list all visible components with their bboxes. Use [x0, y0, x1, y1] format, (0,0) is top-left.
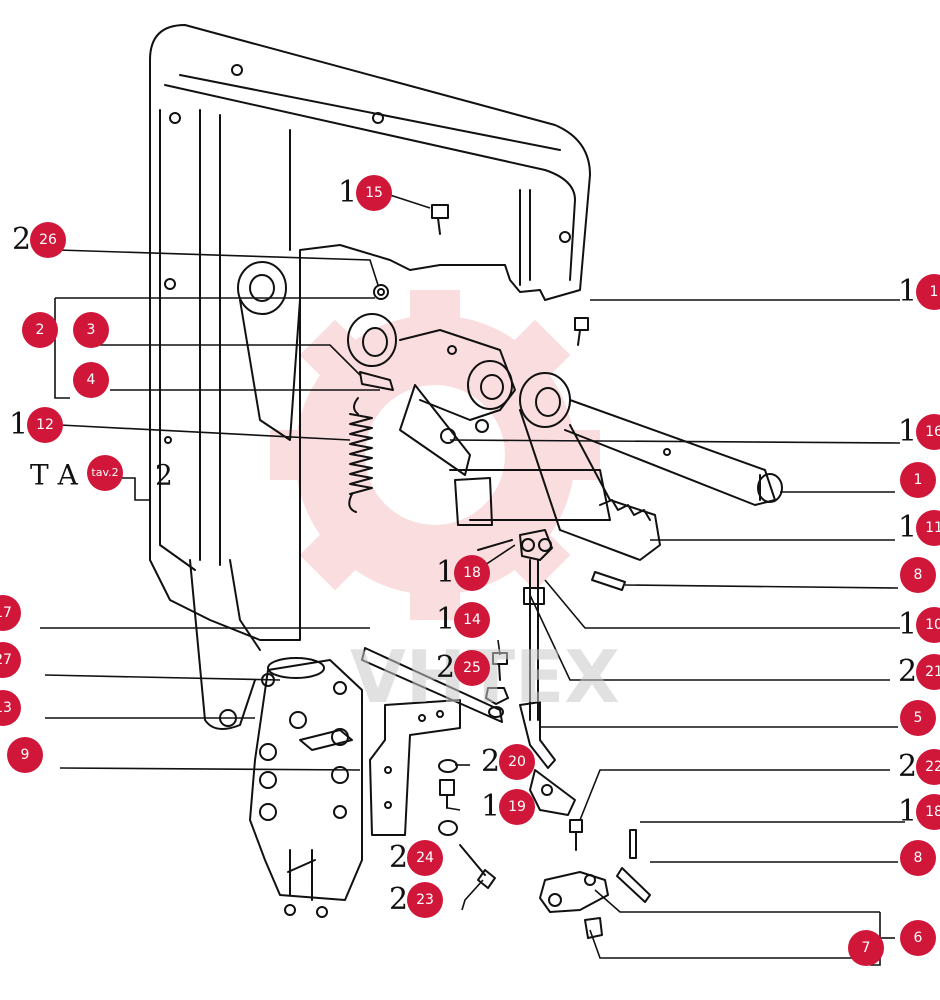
valve-block [249, 657, 363, 918]
callout-c26[interactable]: 26 [30, 222, 66, 258]
callout-prefix-c11: 1 [898, 510, 918, 545]
mounting-panel [149, 24, 591, 730]
pivot-boss [237, 261, 301, 441]
callout-prefix-c16: 1 [898, 414, 918, 449]
fasteners [359, 204, 589, 444]
callout-c7[interactable]: 7 [848, 930, 884, 966]
callout-c3[interactable]: 3 [73, 312, 109, 348]
pedal-hub [347, 313, 611, 526]
callout-c11[interactable]: 11 [916, 510, 940, 546]
callout-c1top[interactable]: 1 [916, 274, 940, 310]
callout-prefix-c10: 1 [898, 607, 918, 642]
callout-c1[interactable]: 1 [900, 462, 936, 498]
callout-c22[interactable]: 22 [916, 749, 940, 785]
callout-c27[interactable]: 27 [0, 642, 21, 678]
callout-prefix-c23: 2 [389, 882, 409, 917]
lever-rod [519, 701, 576, 816]
callout-c5[interactable]: 5 [900, 700, 936, 736]
callout-c19[interactable]: 19 [499, 789, 535, 825]
clevis-rod [477, 529, 626, 721]
table-ref-badge[interactable]: tav.2 [87, 455, 123, 491]
callout-c12[interactable]: 12 [27, 407, 63, 443]
callout-prefix-c25: 2 [436, 650, 456, 685]
callout-c25[interactable]: 25 [454, 650, 490, 686]
callout-c10[interactable]: 10 [916, 607, 940, 643]
callout-c24[interactable]: 24 [407, 840, 443, 876]
callout-c9[interactable]: 9 [7, 737, 43, 773]
callout-prefix-c22: 2 [898, 749, 918, 784]
mounting-bracket [369, 699, 461, 836]
callout-c17[interactable]: 17 [0, 595, 21, 631]
callout-prefix-c18b: 1 [898, 794, 918, 829]
callout-prefix-c24: 2 [389, 840, 409, 875]
callout-c20[interactable]: 20 [499, 744, 535, 780]
callout-c2[interactable]: 2 [22, 312, 58, 348]
table-ref-suffix: 2 [155, 458, 173, 492]
callout-prefix-c15: 1 [338, 175, 358, 210]
link-bar [361, 647, 503, 723]
callout-prefix-c14: 1 [436, 602, 456, 637]
callout-prefix-c18a: 1 [436, 555, 456, 590]
callout-prefix-c21: 2 [898, 654, 918, 689]
pedal-shaft [564, 399, 783, 506]
callout-c21[interactable]: 21 [916, 654, 940, 690]
callout-c16[interactable]: 16 [916, 414, 940, 450]
callout-c15[interactable]: 15 [356, 175, 392, 211]
callout-c8b[interactable]: 8 [900, 840, 936, 876]
callout-c18a[interactable]: 18 [454, 555, 490, 591]
callout-c4[interactable]: 4 [73, 362, 109, 398]
callout-prefix-c26: 2 [12, 222, 32, 257]
leader-lines [40, 194, 905, 966]
table-ref-prefix: T A [30, 458, 78, 492]
callout-c18b[interactable]: 18 [916, 794, 940, 830]
spring-part [348, 397, 373, 513]
bolt-stack [485, 652, 509, 718]
callout-prefix-c19: 1 [481, 789, 501, 824]
callout-prefix-c12: 1 [9, 407, 29, 442]
yoke-part [539, 871, 609, 939]
lower-bolts [438, 759, 651, 903]
callout-c23[interactable]: 23 [407, 882, 443, 918]
callout-c14[interactable]: 14 [454, 602, 490, 638]
callout-c6[interactable]: 6 [900, 920, 936, 956]
callout-prefix-c20: 2 [481, 744, 501, 779]
callout-c13[interactable]: 13 [0, 690, 21, 726]
callout-c8a[interactable]: 8 [900, 557, 936, 593]
callout-prefix-c1top: 1 [898, 274, 918, 309]
